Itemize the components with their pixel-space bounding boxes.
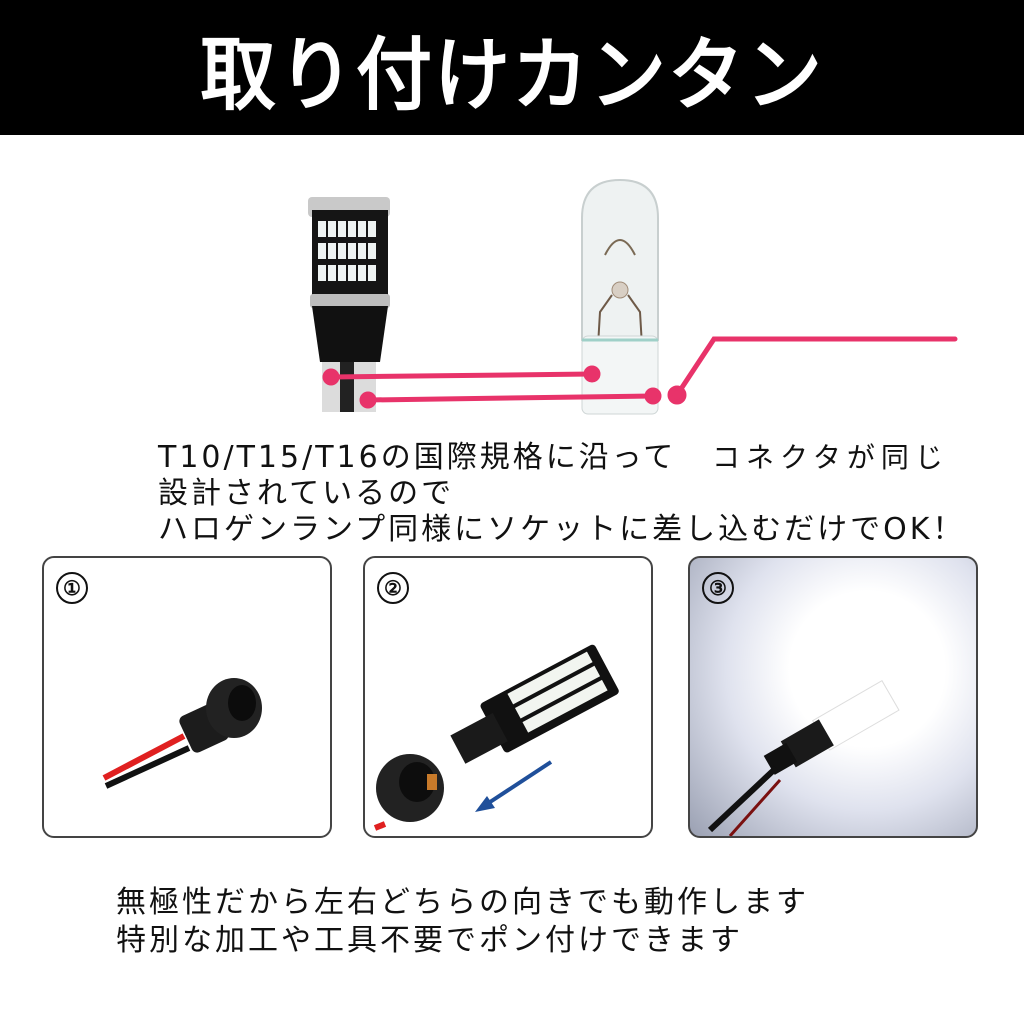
step-number: ② bbox=[377, 572, 409, 604]
description-line: 設計されているので bbox=[158, 476, 455, 511]
footer-line: 無極性だから左右どちらの向きでも動作します bbox=[116, 885, 809, 920]
step-1-panel: ① bbox=[42, 556, 332, 838]
led-lit-image bbox=[707, 679, 900, 836]
page-title: 取り付けカンタン bbox=[200, 27, 824, 122]
description-text: T10/T15/T16の国際規格に沿って 設計されているので ハロゲンランプ同様… bbox=[158, 440, 965, 548]
description-line: ハロゲンランプ同様にソケットに差し込むだけでOK！ bbox=[158, 512, 966, 547]
footer-line: 特別な加工や工具不要でポン付けできます bbox=[116, 923, 743, 958]
socket-with-wires-image bbox=[102, 678, 262, 789]
callout-label: コネクタが同じ bbox=[712, 441, 949, 474]
step-2-panel: ② bbox=[363, 556, 653, 838]
insert-arrow-icon bbox=[485, 760, 553, 806]
connector-comparison-diagram: コネクタが同じ bbox=[0, 140, 1024, 474]
step-number: ① bbox=[56, 572, 88, 604]
description-line: T10/T15/T16の国際規格に沿って bbox=[158, 440, 677, 475]
connector-lines bbox=[322, 336, 958, 409]
insert-led-image bbox=[373, 644, 619, 831]
led-bulb-image bbox=[308, 197, 390, 412]
header-banner: 取り付けカンタン bbox=[0, 0, 1024, 135]
step-number: ③ bbox=[702, 572, 734, 604]
step-3-panel: ③ bbox=[688, 556, 978, 838]
footer-text: 無極性だから左右どちらの向きでも動作します 特別な加工や工具不要でポン付けできま… bbox=[116, 884, 809, 960]
